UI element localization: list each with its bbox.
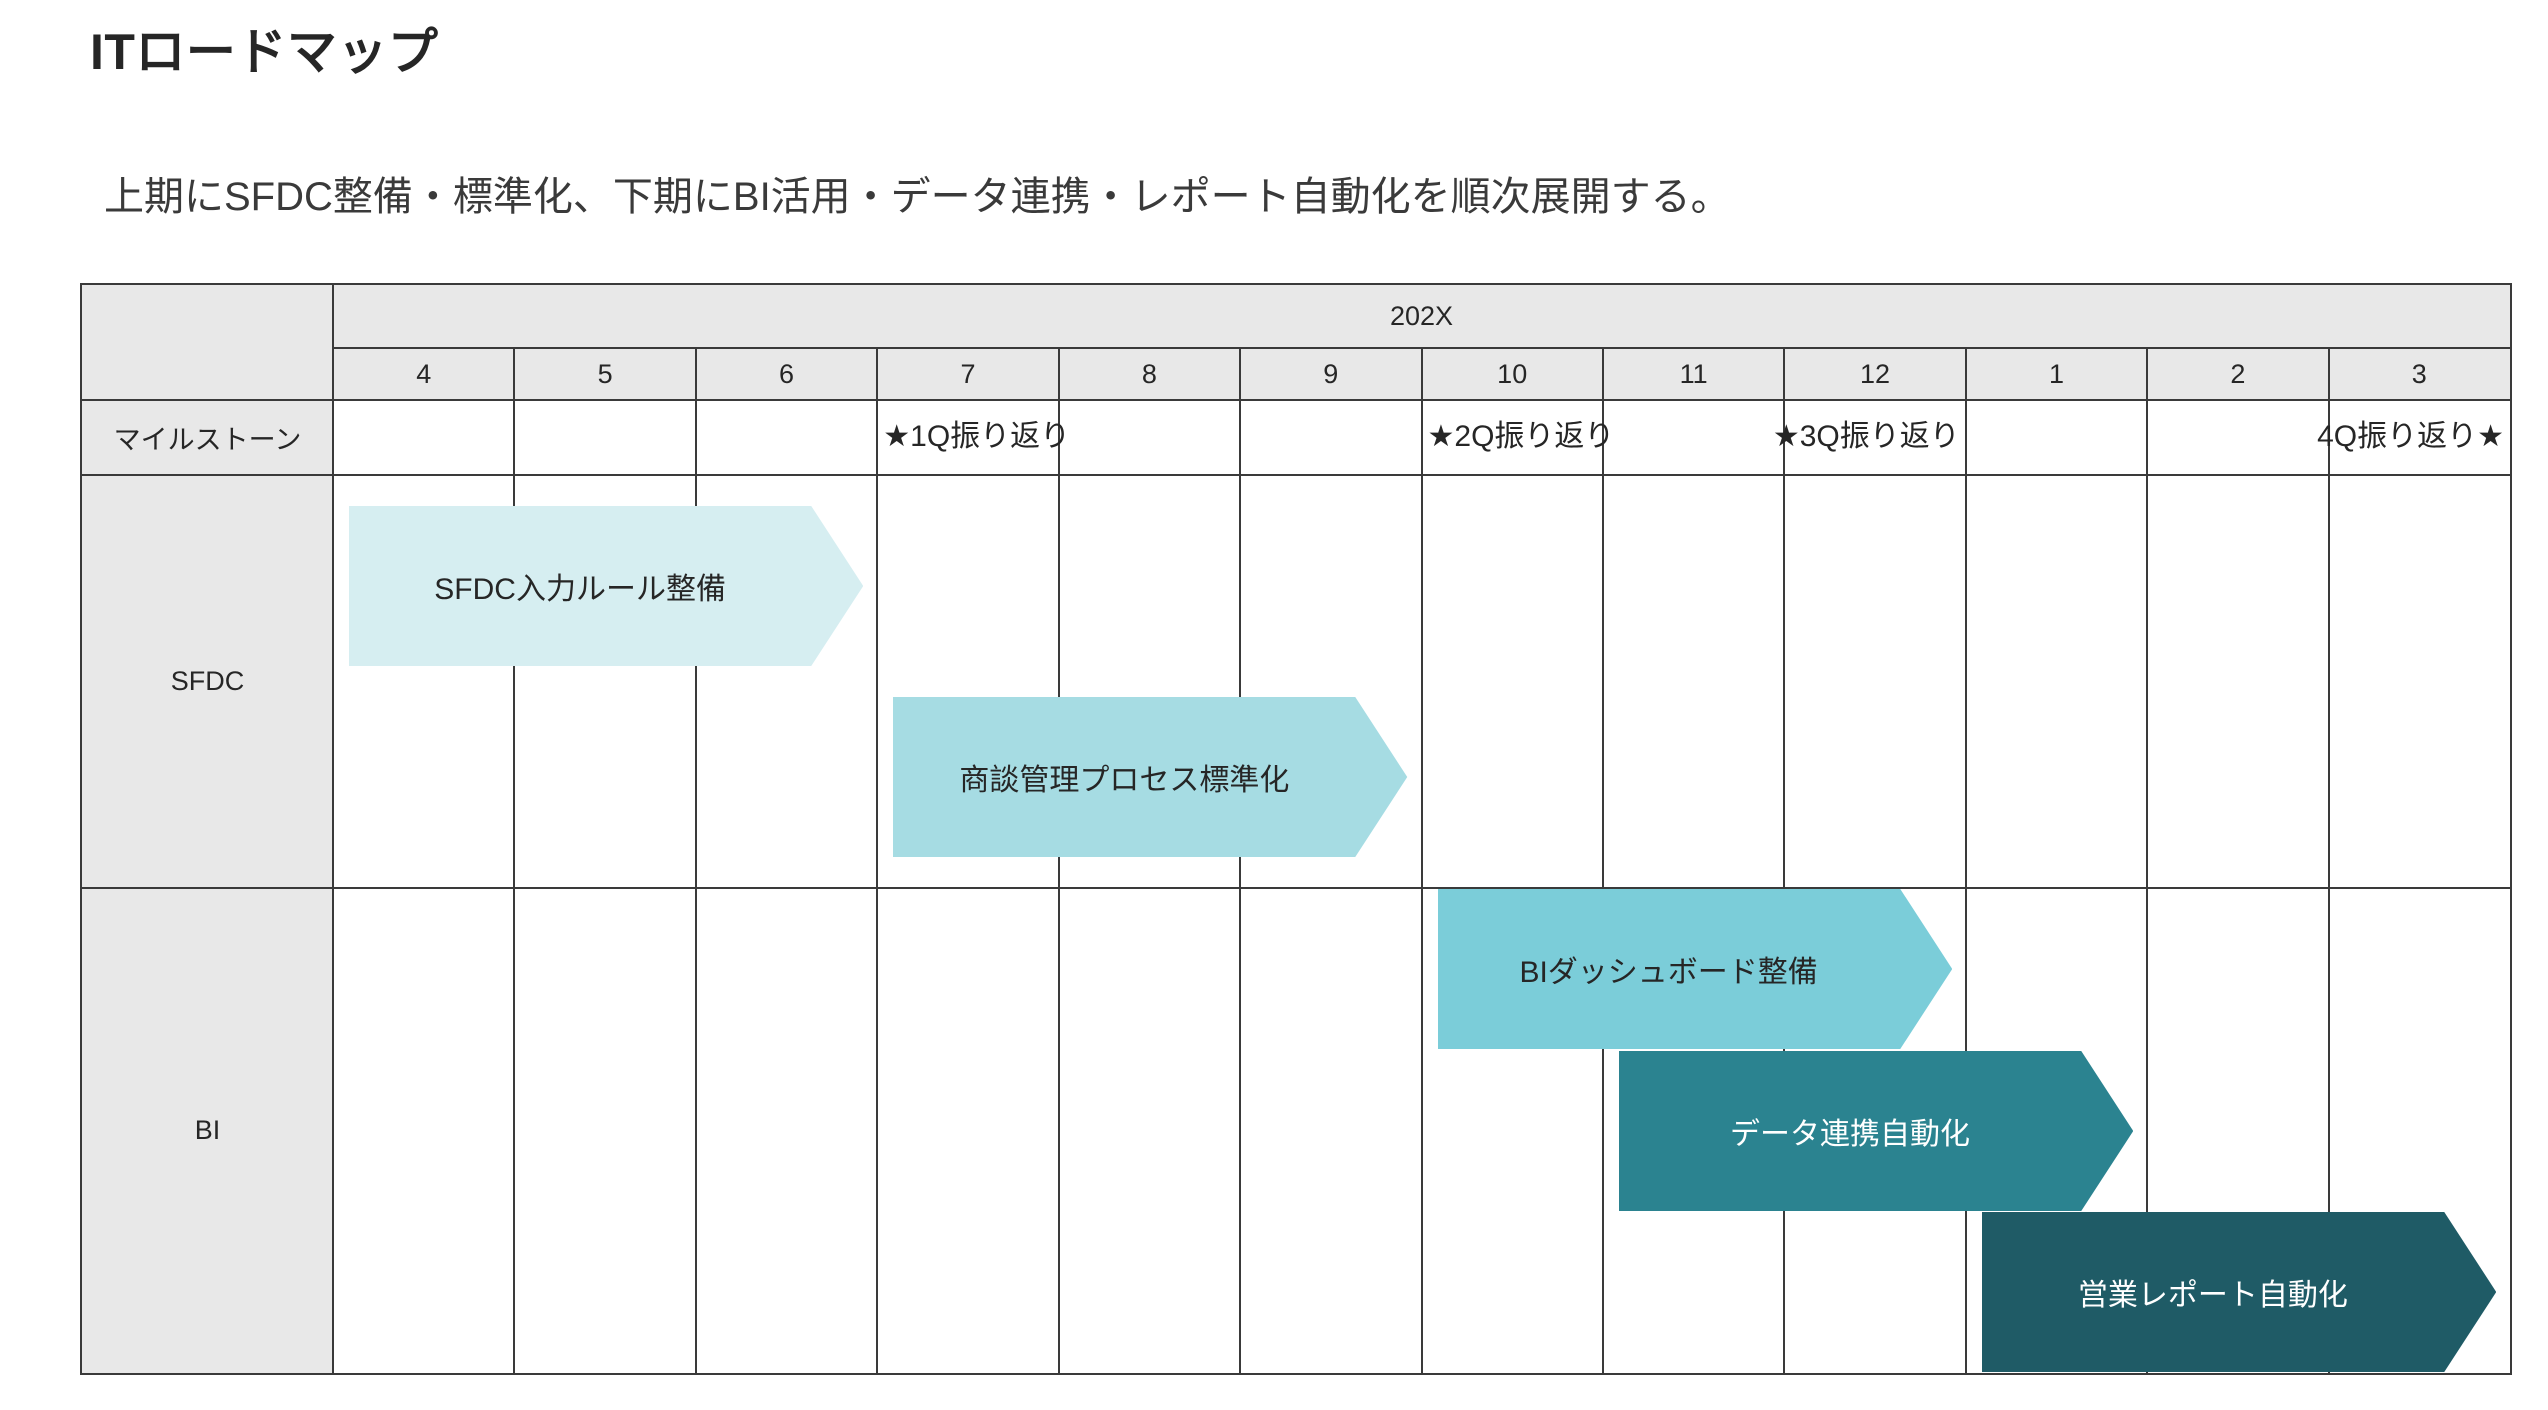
column-divider-month-8 <box>1783 348 1786 1373</box>
milestone-marker-3: ★3Q振り返り <box>1772 419 1960 453</box>
month-header-4: 4 <box>416 358 432 389</box>
column-divider-month-5 <box>1239 348 1242 1373</box>
column-divider-month-3 <box>876 348 879 1373</box>
page-subtitle: 上期にSFDC整備・標準化、下期にBI活用・データ連携・レポート自動化を順次展開… <box>104 175 1731 219</box>
row-divider-year-month <box>333 347 2510 349</box>
row-label-fill-bi <box>82 888 333 1373</box>
roadmap-bar-2[interactable]: 商談管理プロセス標準化 <box>893 697 1408 857</box>
row-label-fill-milestone <box>82 400 333 475</box>
milestone-marker-1: ★1Q振り返り <box>883 419 1071 453</box>
bar-arrow-shape <box>1437 889 1952 1050</box>
row-divider-header-milestone <box>82 399 2510 401</box>
month-header-6: 6 <box>779 358 795 389</box>
page-title: ITロードマップ <box>90 24 439 80</box>
column-divider-month-9 <box>1964 348 1967 1373</box>
roadmap-bar-4[interactable]: データ連携自動化 <box>1618 1050 2134 1211</box>
column-divider-month-4 <box>1057 348 1060 1373</box>
row-divider-milestone-sfdc <box>82 474 2510 476</box>
bar-arrow-shape <box>1981 1211 2496 1372</box>
bar-arrow-shape <box>1618 1050 2134 1211</box>
month-header-8: 8 <box>1141 358 1157 389</box>
bar-arrow-shape <box>893 697 1408 857</box>
milestone-marker-2: ★2Q振り返り <box>1427 419 1615 453</box>
column-divider-month-1 <box>513 348 516 1373</box>
roadmap-bar-1[interactable]: SFDC入力ルール整備 <box>349 506 864 666</box>
column-divider-label <box>332 285 334 1373</box>
month-header-3: 3 <box>2411 358 2427 389</box>
column-divider-month-7 <box>1601 348 1604 1373</box>
month-header-9: 9 <box>1323 358 1339 389</box>
row-label-sfdc: SFDC <box>170 666 245 696</box>
column-divider-month-10 <box>2146 348 2149 1373</box>
month-header-5: 5 <box>597 358 613 389</box>
month-header-10: 10 <box>1497 358 1528 389</box>
month-header-11: 11 <box>1679 358 1708 389</box>
milestone-marker-4: 4Q振り返り★ <box>2317 419 2504 453</box>
column-divider-month-11 <box>2327 348 2330 1373</box>
year-header: 202X <box>1389 301 1454 331</box>
month-header-7: 7 <box>960 358 976 389</box>
row-label-bi: BI <box>194 1115 221 1145</box>
month-header-12: 12 <box>1860 358 1891 389</box>
column-divider-month-2 <box>694 348 697 1373</box>
month-header-1: 1 <box>2048 358 2064 389</box>
row-divider-sfdc-bi <box>82 887 2510 889</box>
roadmap-bar-3[interactable]: BIダッシュボード整備 <box>1437 889 1952 1050</box>
row-label-milestone: マイルストーン <box>113 425 302 455</box>
header-band-fill <box>82 285 2510 400</box>
bar-arrow-shape <box>349 506 864 666</box>
roadmap-bar-5[interactable]: 営業レポート自動化 <box>1981 1211 2496 1372</box>
column-divider-month-6 <box>1420 348 1423 1373</box>
month-header-2: 2 <box>2230 358 2246 389</box>
row-label-fill-sfdc <box>82 475 333 888</box>
